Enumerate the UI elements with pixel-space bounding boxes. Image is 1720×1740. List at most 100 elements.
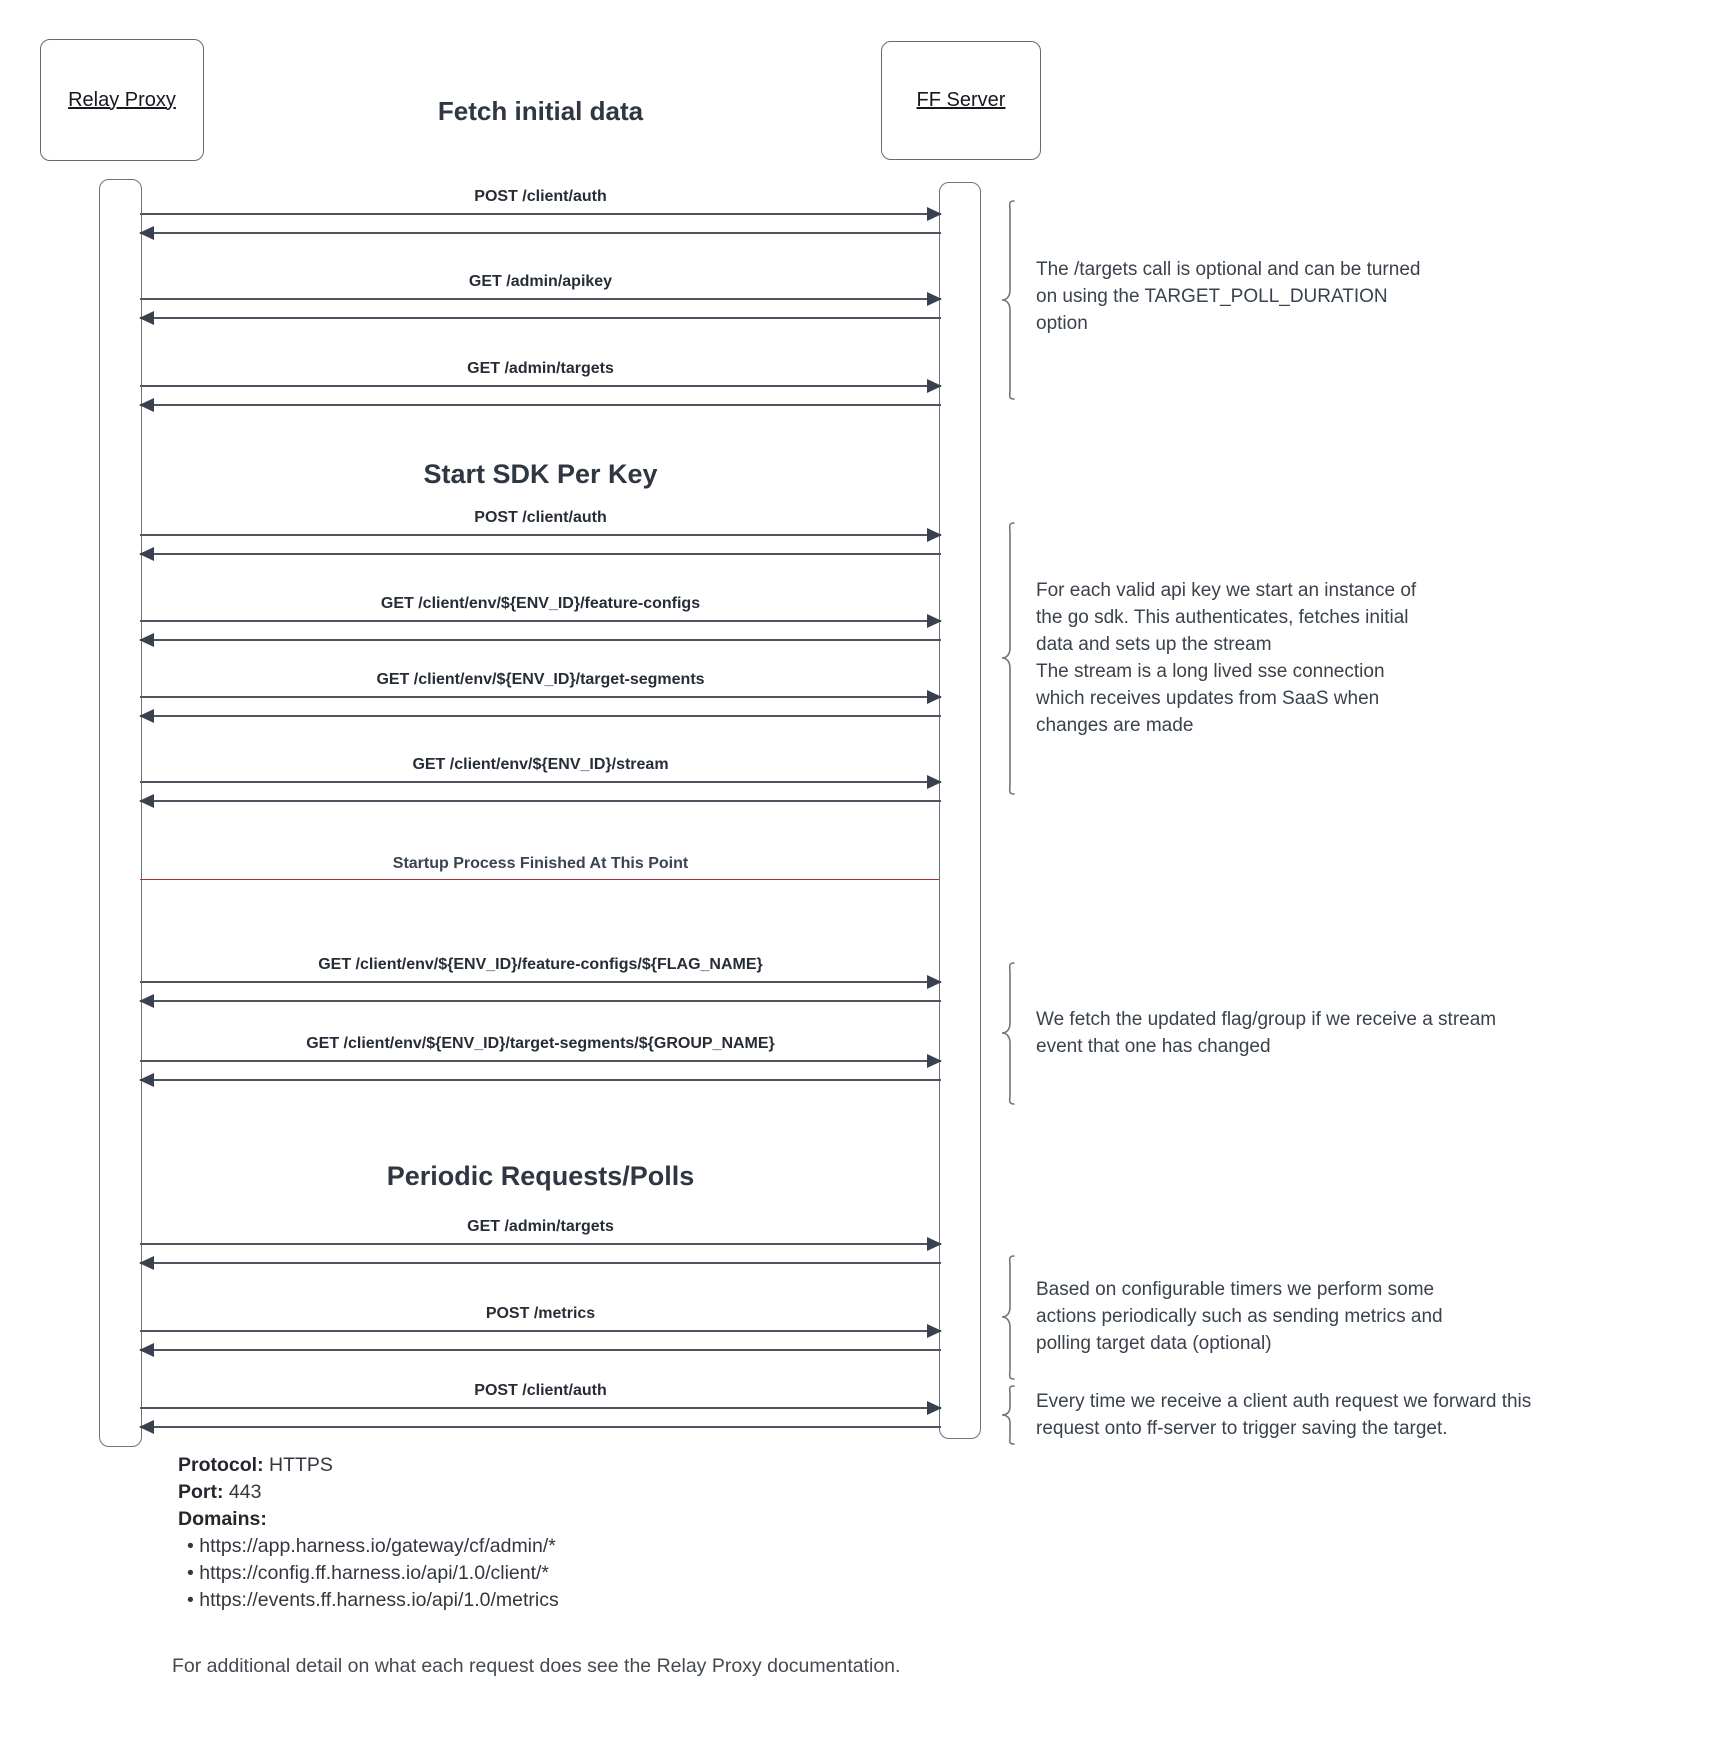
arrowhead-left-icon [139,311,154,325]
request-arrow [140,207,942,221]
curly-brace-icon [1001,200,1015,400]
protocol-label: Protocol: [178,1454,264,1476]
message-label: GET /client/env/${ENV_ID}/stream [412,756,669,773]
return-arrow [139,311,941,325]
return-arrow [139,794,941,808]
arrowhead-left-icon [139,226,154,240]
return-arrow [139,1073,941,1087]
protocol-value: HTTPS [269,1454,333,1476]
return-arrow [139,1420,941,1434]
request-arrow [140,975,942,989]
request-arrow [140,1401,942,1415]
arrowhead-right-icon [927,1054,942,1068]
annotation-sdk-instance: For each valid api key we start an insta… [1036,580,1417,736]
message-label: GET /admin/targets [467,1218,614,1235]
message-get-feature-config-flag: GET /client/env/${ENV_ID}/feature-config… [139,956,942,1008]
message-post-metrics: POST /metrics [139,1305,942,1357]
port-line: Port: 443 [178,1479,559,1506]
port-value: 443 [228,1481,262,1503]
protocol-line: Protocol: HTTPS [178,1452,559,1479]
message-get-admin-targets-2: GET /admin/targets [139,1218,942,1270]
arrowhead-right-icon [927,1401,942,1415]
request-arrow [140,1237,942,1251]
request-arrow [140,1054,942,1068]
message-label: POST /metrics [485,1305,596,1322]
curly-brace-icon [1001,1255,1015,1380]
annotation-client-auth-forward: Every time we receive a client auth requ… [1036,1391,1532,1439]
section-title-periodic-requests: Periodic Requests/Polls [386,1161,695,1191]
message-get-stream: GET /client/env/${ENV_ID}/stream [139,756,942,808]
curly-brace-icon [1001,522,1015,795]
arrowhead-left-icon [139,1420,154,1434]
section-title-fetch-initial-data: Fetch initial data [437,96,644,126]
message-label: POST /client/auth [474,188,607,205]
connection-info: Protocol: HTTPS Port: 443 Domains: https… [178,1452,559,1614]
arrowhead-right-icon [927,1324,942,1338]
request-arrow [140,690,942,704]
lifeline-ff-server [939,182,981,1439]
arrowhead-left-icon [139,994,154,1008]
documentation-note: For additional detail on what each reque… [172,1655,901,1677]
arrowhead-right-icon [927,690,942,704]
domain-item: https://config.ff.harness.io/api/1.0/cli… [178,1560,559,1587]
lifeline-relay-proxy [99,179,142,1447]
annotation-targets-optional: The /targets call is optional and can be… [1036,259,1421,334]
startup-divider-line [140,879,939,880]
arrowhead-right-icon [927,528,942,542]
return-arrow [139,994,941,1008]
port-label: Port: [178,1481,224,1503]
domain-item: https://events.ff.harness.io/api/1.0/met… [178,1587,558,1614]
curly-brace-icon [1001,962,1015,1105]
message-label: GET /client/env/${ENV_ID}/target-segment… [376,671,705,688]
request-arrow [140,1324,942,1338]
message-get-admin-targets-1: GET /admin/targets [139,360,942,412]
domain-item: https://app.harness.io/gateway/cf/admin/… [178,1533,559,1560]
arrowhead-right-icon [927,1237,942,1251]
arrowhead-left-icon [139,709,154,723]
request-arrow [140,379,942,393]
message-post-client-auth-3: POST /client/auth [139,1382,942,1434]
message-post-client-auth-2: POST /client/auth [139,509,942,561]
arrowhead-right-icon [927,614,942,628]
message-label: GET /admin/targets [467,360,614,377]
message-label: POST /client/auth [474,509,607,526]
request-arrow [140,528,942,542]
actor-relay-proxy: Relay Proxy [40,39,204,161]
curly-brace-icon [1001,1385,1015,1445]
message-get-target-segments: GET /client/env/${ENV_ID}/target-segment… [139,671,942,723]
actor-ff-server: FF Server [881,41,1041,160]
actor-relay-proxy-label: Relay Proxy [68,88,176,111]
domains-label: Domains: [178,1508,267,1530]
arrowhead-left-icon [139,1256,154,1270]
arrowhead-right-icon [927,975,942,989]
return-arrow [139,709,941,723]
message-post-client-auth-1: POST /client/auth [139,188,942,240]
arrowhead-left-icon [139,794,154,808]
message-label: GET /client/env/${ENV_ID}/target-segment… [306,1035,775,1052]
actor-ff-server-label: FF Server [916,89,1006,111]
annotation-fetch-updated: We fetch the updated flag/group if we re… [1036,1009,1497,1057]
arrowhead-right-icon [927,292,942,306]
section-title-start-sdk-per-key: Start SDK Per Key [423,459,658,489]
return-arrow [139,547,941,561]
message-label: POST /client/auth [474,1382,607,1399]
message-get-target-segment-group: GET /client/env/${ENV_ID}/target-segment… [139,1035,942,1087]
return-arrow [139,226,941,240]
return-arrow [139,633,941,647]
message-get-admin-apikey: GET /admin/apikey [139,273,942,325]
message-label: GET /client/env/${ENV_ID}/feature-config… [380,595,701,612]
startup-divider-label: Startup Process Finished At This Point [392,855,689,872]
arrowhead-right-icon [927,207,942,221]
message-label: GET /client/env/${ENV_ID}/feature-config… [318,956,763,973]
message-get-feature-configs: GET /client/env/${ENV_ID}/feature-config… [139,595,942,647]
request-arrow [140,292,942,306]
request-arrow [140,614,942,628]
return-arrow [139,398,941,412]
return-arrow [139,1256,941,1270]
message-label: GET /admin/apikey [468,273,613,290]
arrowhead-right-icon [927,775,942,789]
annotation-periodic-timers: Based on configurable timers we perform … [1036,1279,1443,1354]
return-arrow [139,1343,941,1357]
arrowhead-left-icon [139,633,154,647]
